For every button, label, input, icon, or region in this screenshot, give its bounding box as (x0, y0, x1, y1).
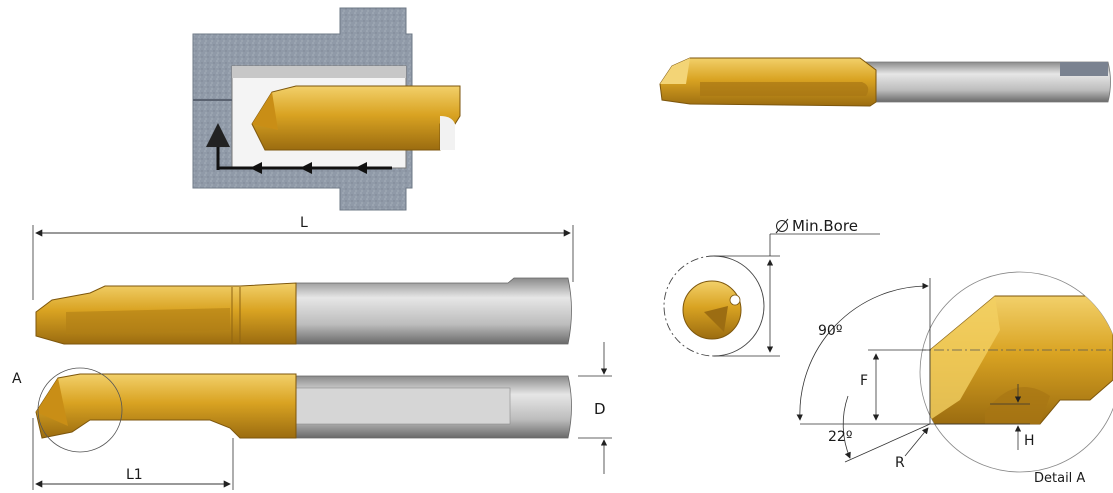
top-shank-flat (295, 387, 511, 425)
label-detail-title: Detail A (1034, 471, 1086, 486)
end-view-cutting-edge (704, 306, 728, 332)
label-angle-22: 22º (828, 429, 853, 445)
tool-tip-face (252, 92, 278, 130)
end-view (663, 218, 880, 357)
tool-side-view (32, 225, 574, 345)
tool-in-bore (251, 85, 461, 151)
side-flute (66, 308, 230, 334)
label-angle-90: 90º (818, 323, 843, 339)
detail-a-face (930, 296, 1000, 420)
tool-3d-render (659, 57, 1111, 107)
tool-notch (440, 116, 455, 150)
render-flute (700, 82, 869, 96)
min-bore-circle-right (713, 255, 765, 357)
top-tip-face (36, 378, 68, 426)
coolant-hole (729, 294, 741, 306)
label-min-bore: Min.Bore (792, 217, 858, 235)
feed-arrow-1 (250, 162, 262, 174)
label-shank-diameter: D (594, 400, 606, 418)
angle-90-arc (796, 282, 929, 421)
label-detail-ref: A (12, 371, 22, 387)
render-shank-flat (1060, 62, 1108, 76)
bore-shadow (232, 66, 406, 78)
tool-top-view (32, 342, 612, 490)
render-shank (859, 61, 1111, 103)
feed-arrow-2 (300, 162, 312, 174)
side-shank (295, 277, 572, 345)
label-dim-h: H (1024, 433, 1035, 449)
label-cutting-length: L1 (126, 467, 143, 483)
detail-circle-a (37, 367, 123, 453)
diameter-icon (775, 218, 789, 234)
detail-a-chipbreaker (985, 387, 1050, 424)
min-bore-circle (663, 255, 715, 357)
radius-leader (904, 427, 929, 457)
workpiece-section (192, 7, 461, 211)
detail-a (796, 271, 1113, 473)
angle-22-arc (842, 395, 851, 459)
label-overall-length: L (300, 215, 308, 231)
render-tip (660, 58, 690, 84)
angle-22-ref (844, 423, 931, 463)
label-dim-r: R (895, 455, 905, 471)
top-gold-body (35, 373, 297, 439)
label-dim-f: F (860, 373, 869, 389)
feed-arrow-3 (355, 162, 367, 174)
